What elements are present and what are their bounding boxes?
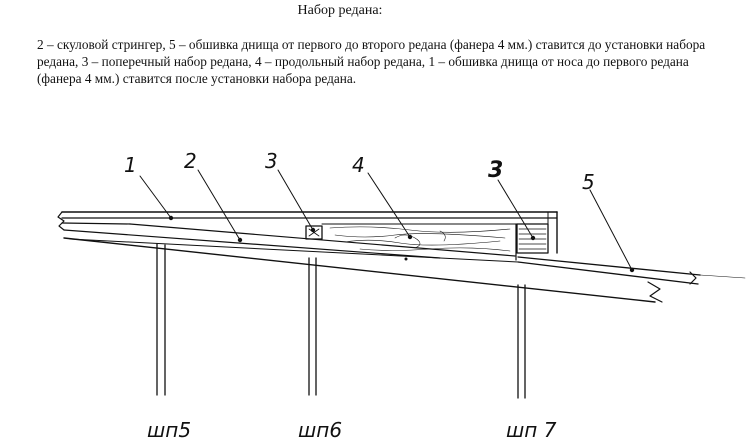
callout-label-3: 3 xyxy=(265,149,278,173)
frame-5 xyxy=(156,243,166,396)
callout-label-4: 4 xyxy=(352,153,365,177)
planking-1 xyxy=(57,211,558,254)
description-line: 2 – скуловой стрингер, 5 – обшивка днища… xyxy=(37,37,706,52)
callout-label-3b: 3 xyxy=(488,158,503,183)
transverse-member-3 xyxy=(305,225,323,240)
planking-5 xyxy=(517,256,746,303)
frame-label-7: шп 7 xyxy=(506,418,557,442)
leader-line-4 xyxy=(367,172,411,238)
frame-label-6: шп6 xyxy=(298,418,342,442)
longitudinal-member-4 xyxy=(321,223,517,261)
frame-label-5: шп5 xyxy=(147,418,191,442)
leader-line-5 xyxy=(589,189,633,271)
description-line: (фанера 4 мм.) ставится после установки … xyxy=(37,71,357,86)
frame-7 xyxy=(517,284,526,399)
callout-label-5: 5 xyxy=(582,170,595,194)
leader-line-2 xyxy=(197,169,241,241)
leader-line-3 xyxy=(277,169,314,231)
callout-label-1: 1 xyxy=(124,153,137,177)
frame-6 xyxy=(308,257,317,396)
leader-line-3b xyxy=(497,179,534,239)
leader-dots xyxy=(168,215,635,273)
description-text: 2 – скуловой стрингер, 5 – обшивка днища… xyxy=(37,36,749,87)
stringer-2 xyxy=(63,223,656,303)
description-line: редана, 3 – поперечный набор редана, 4 –… xyxy=(37,54,689,69)
callout-label-2: 2 xyxy=(184,149,197,173)
page-title: Набор редана: xyxy=(297,3,383,18)
leader-line-1 xyxy=(139,175,172,219)
